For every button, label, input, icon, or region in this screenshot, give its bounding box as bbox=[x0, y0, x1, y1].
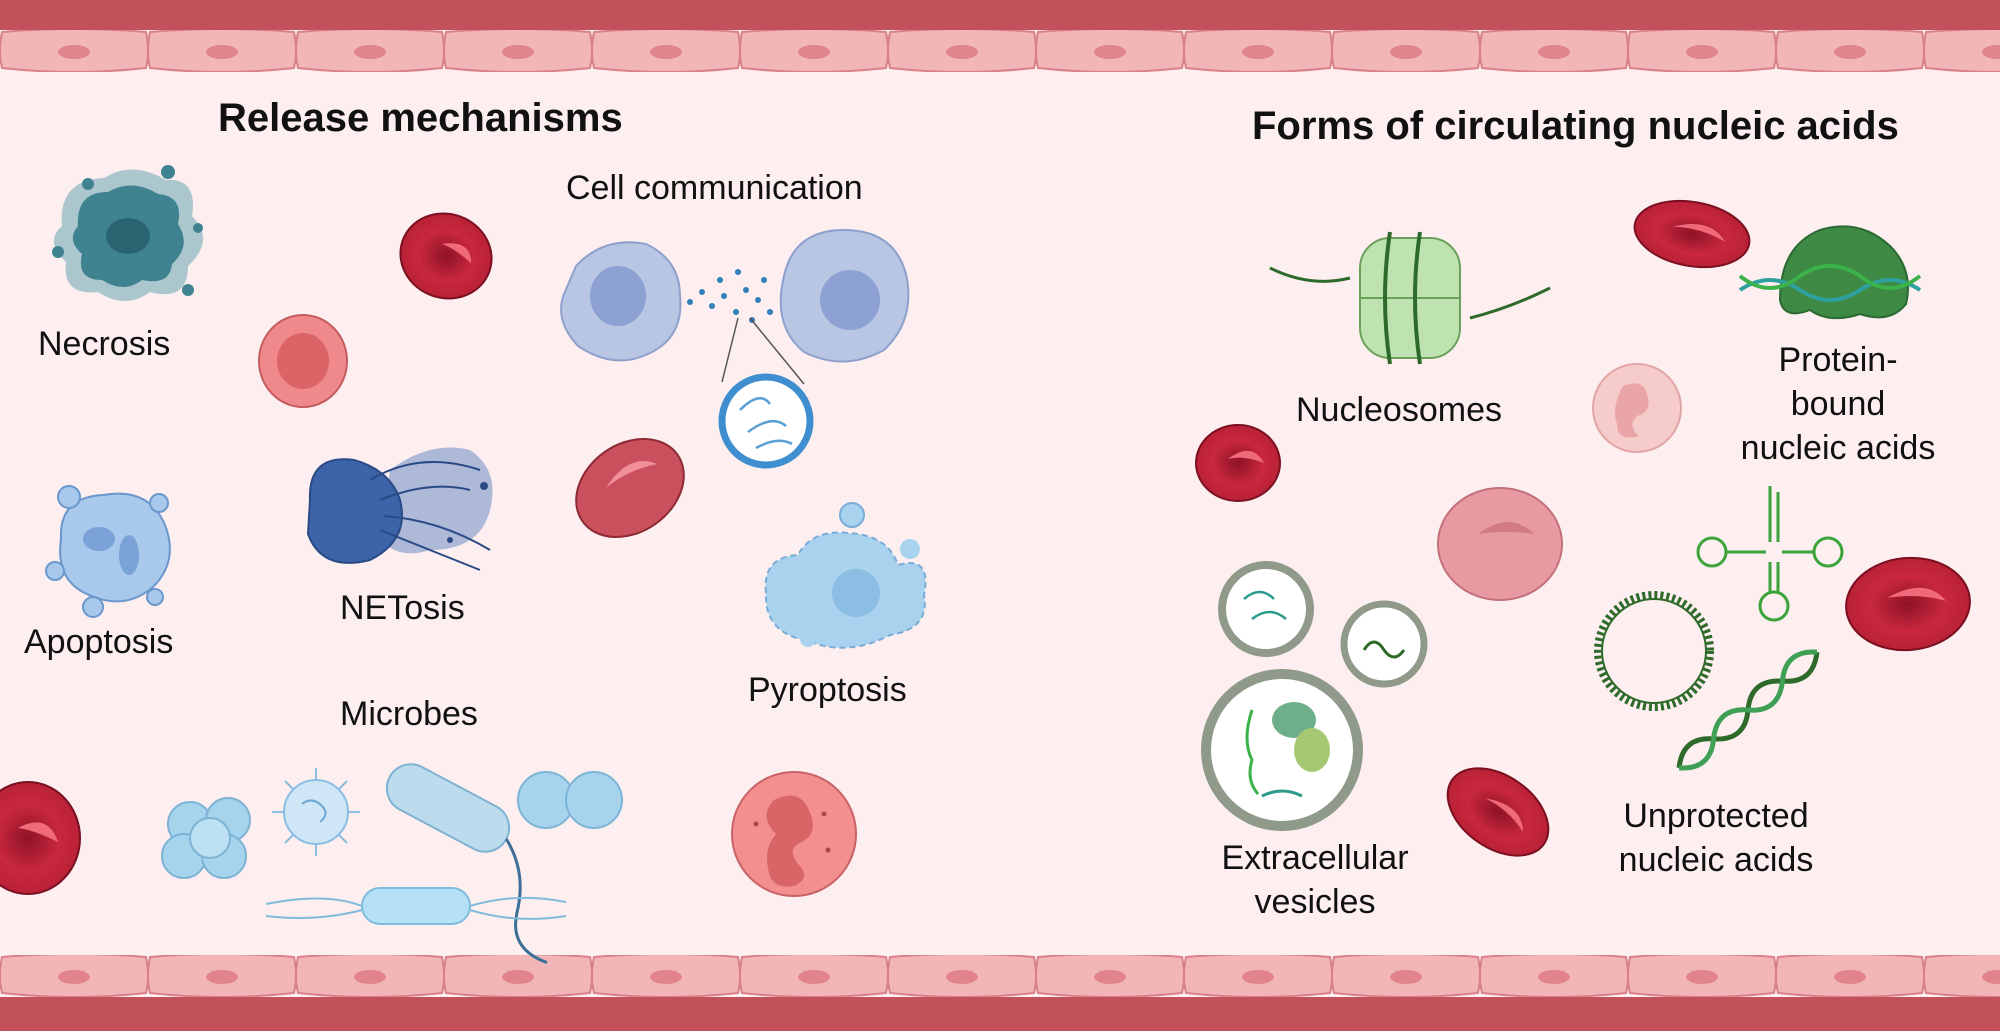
communicating-cell-icon bbox=[560, 241, 682, 362]
nucleosome-icon bbox=[1269, 231, 1551, 365]
large-vesicle-icon bbox=[1201, 669, 1363, 831]
label-protein-bound-line1: Protein- bbox=[1778, 341, 1898, 379]
vesicle-icon bbox=[1340, 600, 1428, 688]
red-blood-cell-icon bbox=[0, 781, 81, 895]
label-pyroptosis: Pyroptosis bbox=[748, 671, 907, 709]
vesicle-dots-icon bbox=[687, 269, 773, 323]
diplococcus-icon bbox=[517, 771, 623, 829]
dna-helix-icon bbox=[1676, 649, 1820, 771]
label-microbes: Microbes bbox=[340, 695, 478, 733]
zoom-vesicle-icon bbox=[718, 317, 814, 469]
vessel-wall-top bbox=[0, 0, 2000, 72]
netosis-cell-icon bbox=[306, 447, 493, 571]
faint-blood-cell-icon bbox=[1592, 363, 1682, 453]
label-apoptosis: Apoptosis bbox=[24, 623, 174, 661]
bacillus-icon bbox=[385, 763, 548, 964]
label-unprotected-line1: Unprotected bbox=[1623, 797, 1809, 835]
label-extracellular-line2: vesicles bbox=[1254, 883, 1376, 921]
label-protein-bound: Protein- bound nucleic acids bbox=[1726, 338, 1950, 470]
label-unprotected-line2: nucleic acids bbox=[1618, 841, 1814, 879]
red-blood-cell-icon bbox=[1446, 767, 1550, 857]
vessel-wall-bottom bbox=[0, 955, 2000, 1031]
red-blood-cell-icon bbox=[575, 437, 685, 539]
label-cell-communication: Cell communication bbox=[566, 169, 863, 207]
red-blood-cell-icon bbox=[1437, 487, 1563, 601]
microbe-cluster-icon bbox=[161, 797, 251, 879]
label-protein-bound-line2: bound bbox=[1790, 385, 1886, 423]
apoptosis-cell-icon bbox=[45, 485, 171, 618]
heading-forms: Forms of circulating nucleic acids bbox=[1252, 104, 1899, 148]
label-necrosis: Necrosis bbox=[38, 325, 171, 363]
blood-cell-icon bbox=[258, 314, 348, 408]
necrosis-cell-icon bbox=[52, 165, 204, 301]
vesicle-icon bbox=[1218, 561, 1314, 657]
trna-icon bbox=[1696, 486, 1844, 622]
neutrophil-cell-icon bbox=[731, 771, 857, 897]
pyroptosis-cell-icon bbox=[764, 502, 927, 649]
protein-bound-nucleic-acid-icon bbox=[1738, 225, 1922, 320]
red-blood-cell-icon bbox=[1195, 424, 1281, 502]
red-blood-cell-icon bbox=[1633, 199, 1751, 269]
label-extracellular-vesicles: Extracellular vesicles bbox=[1200, 836, 1430, 924]
label-nucleosomes: Nucleosomes bbox=[1296, 391, 1502, 429]
flagellated-bacterium-icon bbox=[265, 887, 567, 925]
virus-icon bbox=[272, 768, 360, 856]
label-netosis: NETosis bbox=[340, 589, 465, 627]
red-blood-cell-icon bbox=[399, 212, 493, 300]
heading-release-mechanisms: Release mechanisms bbox=[218, 96, 623, 140]
label-unprotected-nucleic-acids: Unprotected nucleic acids bbox=[1596, 794, 1836, 882]
label-extracellular-line1: Extracellular bbox=[1221, 839, 1409, 877]
label-protein-bound-line3: nucleic acids bbox=[1740, 429, 1936, 467]
communicating-cell-icon bbox=[779, 228, 910, 363]
circular-dna-icon bbox=[1594, 591, 1714, 711]
red-blood-cell-icon bbox=[1845, 556, 1971, 652]
